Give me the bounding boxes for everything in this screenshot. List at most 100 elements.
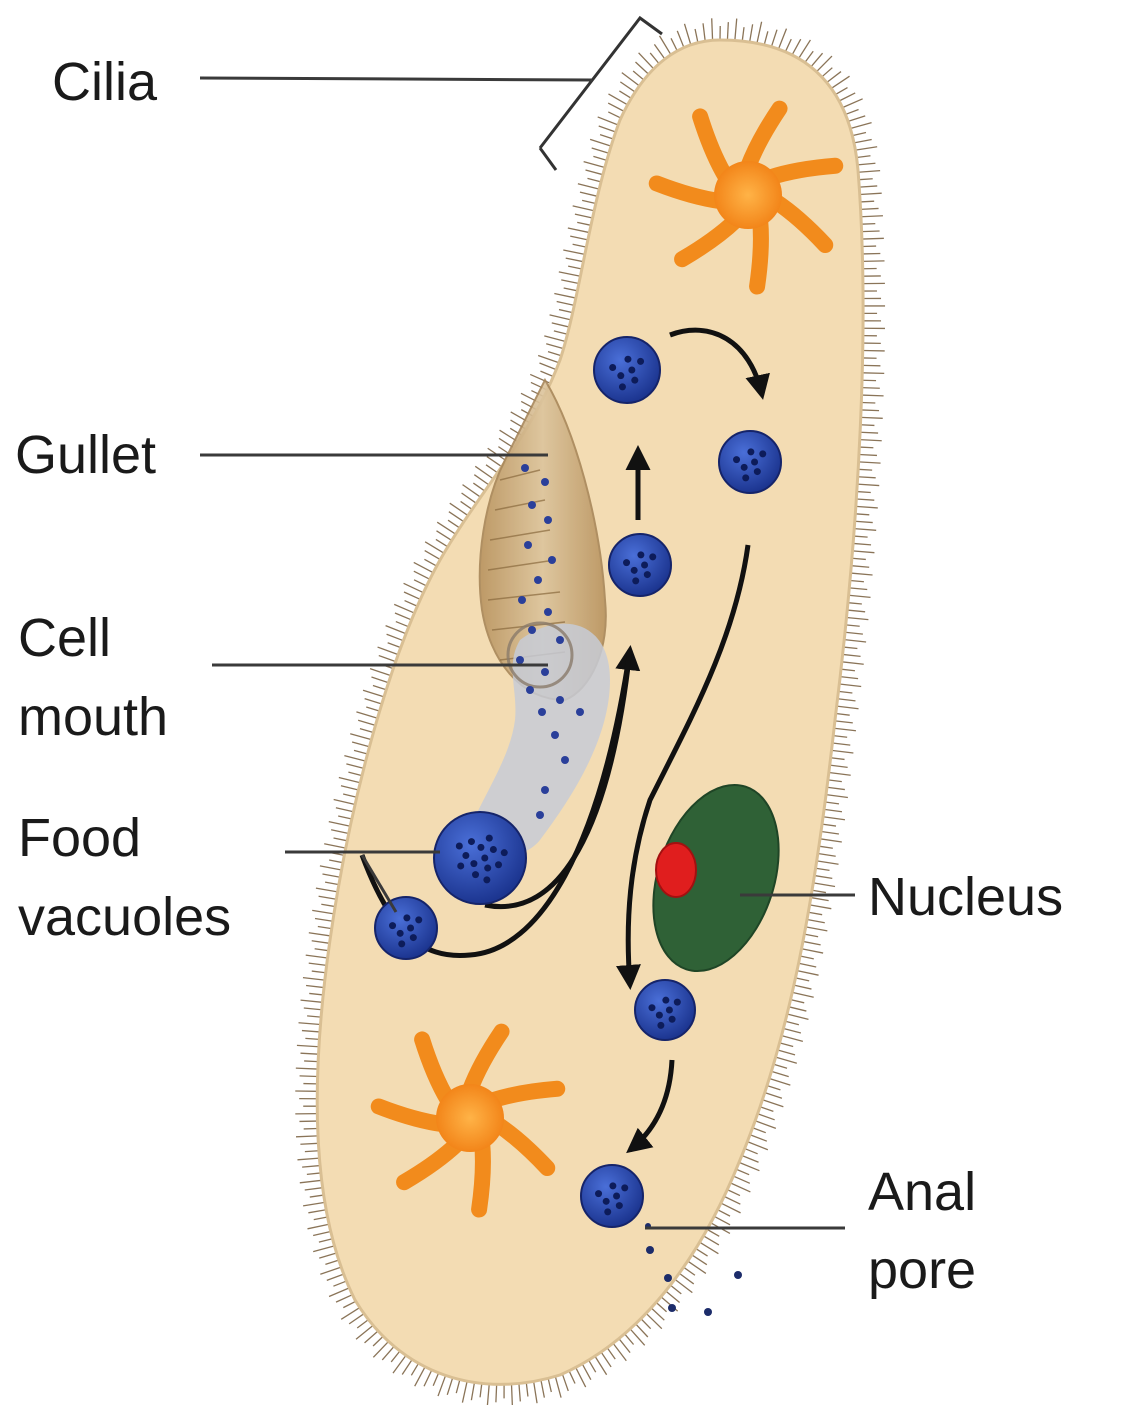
cilium <box>300 1143 318 1144</box>
cilium <box>540 371 553 376</box>
vacuole-content <box>754 468 761 475</box>
vacuole-content <box>632 577 639 584</box>
cilium <box>366 707 379 711</box>
vacuole-content <box>747 448 754 455</box>
cilium <box>854 536 868 537</box>
cilium <box>791 1000 805 1003</box>
vacuole-content <box>656 1012 663 1019</box>
vacuole-content <box>468 838 475 845</box>
cilium <box>819 846 833 848</box>
cilium <box>823 817 845 820</box>
cilium <box>839 684 861 687</box>
vacuole-content <box>674 999 681 1006</box>
cilium <box>352 742 369 747</box>
cilium <box>806 927 828 931</box>
cilium <box>859 462 881 463</box>
cilium <box>578 184 599 189</box>
cilium <box>839 93 855 101</box>
vacuole-content <box>389 922 396 929</box>
food-particle <box>534 576 542 584</box>
cilium <box>546 344 563 349</box>
cilium <box>563 250 585 254</box>
cilium <box>548 352 561 356</box>
cilium <box>319 1239 333 1242</box>
cilium <box>570 236 588 240</box>
vacuole-content <box>397 930 404 937</box>
vacuole-content <box>623 559 630 566</box>
cilium <box>767 1086 780 1090</box>
cilium <box>862 373 884 374</box>
cilium <box>456 1380 460 1394</box>
cilium <box>636 1324 648 1337</box>
cilium <box>851 566 869 568</box>
cilium <box>696 1249 708 1256</box>
cilium <box>774 1064 787 1068</box>
cilium <box>776 1057 797 1063</box>
food-particle <box>538 708 546 716</box>
cilium <box>300 1076 318 1077</box>
cilium <box>785 1021 799 1024</box>
food-vacuole <box>609 534 671 596</box>
cilium <box>735 19 737 41</box>
vacuole-content <box>470 860 477 867</box>
cilium <box>811 898 829 901</box>
cilium <box>820 839 842 842</box>
cilium <box>859 454 877 455</box>
vacuole-content <box>741 464 748 471</box>
cilium <box>386 626 406 634</box>
cilium <box>747 1142 767 1150</box>
cilium <box>424 1370 432 1386</box>
food-particle <box>516 656 524 664</box>
cilium <box>850 580 864 581</box>
food-vacuole <box>434 812 526 904</box>
cilium <box>587 178 601 182</box>
cilium <box>302 1166 320 1168</box>
vacuole-content <box>621 1184 628 1191</box>
cilium <box>379 656 396 662</box>
cilium <box>861 216 883 217</box>
cilium <box>370 669 391 676</box>
cilium <box>654 44 664 59</box>
cilium <box>297 1045 319 1046</box>
cilium <box>316 888 338 892</box>
cilium <box>415 1367 425 1386</box>
cilium <box>306 986 324 988</box>
cilium <box>800 956 814 959</box>
cilium <box>821 831 839 834</box>
cilium <box>857 484 879 485</box>
cilium <box>601 1352 611 1367</box>
cilium <box>448 520 460 528</box>
cilium <box>360 729 373 733</box>
cilium <box>671 38 677 51</box>
cilium <box>344 756 365 762</box>
cilium <box>860 193 882 194</box>
vacuole-content <box>486 835 493 842</box>
cilium <box>608 94 627 105</box>
cilium <box>336 808 354 812</box>
label-nucleus: Nucleus <box>868 867 1063 927</box>
cilium <box>684 1267 695 1275</box>
cilium <box>843 654 861 656</box>
cilium <box>354 750 368 754</box>
cilium <box>700 1242 719 1253</box>
food-particle <box>561 756 569 764</box>
cilium <box>830 765 848 767</box>
cilium <box>855 514 869 515</box>
food-particle <box>524 541 532 549</box>
vacuole-content <box>617 372 624 379</box>
cilium <box>300 1180 322 1183</box>
cilium <box>321 904 335 906</box>
cilium <box>319 1253 336 1258</box>
cilium <box>586 170 603 175</box>
vacuole-content <box>637 551 644 558</box>
cilium <box>350 734 371 740</box>
vacuole-content <box>637 358 644 365</box>
food-vacuole <box>581 1165 643 1227</box>
vacuole-content <box>403 914 410 921</box>
cilium <box>365 699 382 704</box>
cilium <box>755 1121 776 1129</box>
cilium <box>496 1384 497 1402</box>
cilium <box>462 1381 467 1402</box>
vacuole-content <box>657 1022 664 1029</box>
cilium <box>799 963 817 967</box>
